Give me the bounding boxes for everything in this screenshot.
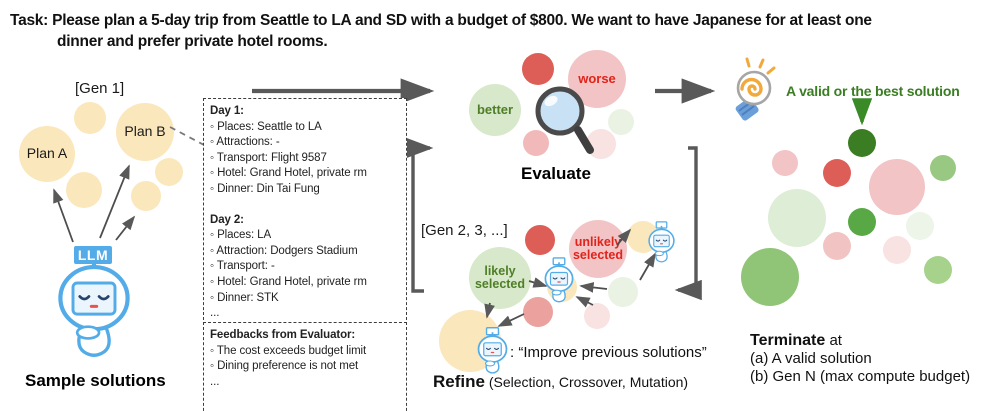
likely-selected-circle-label: likely selected	[474, 263, 526, 291]
feedback-item: ◦ The cost exceeds budget limit	[210, 344, 367, 357]
refine-robot-icon	[542, 257, 576, 303]
feedback-box-title: Feedbacks from Evaluator:	[210, 329, 356, 341]
plan-item: ◦ Dinner: STK	[210, 291, 279, 304]
solution-circle	[608, 277, 638, 307]
plan-item: ◦ Hotel: Grand Hotel, private rm	[210, 275, 367, 288]
plan-ellipsis: ...	[210, 307, 220, 320]
solution-circle	[523, 297, 553, 327]
plan-b-circle: Plan B	[116, 103, 174, 161]
feedback-box: Feedbacks from Evaluator: ◦ The cost exc…	[203, 322, 407, 411]
day-title: Day 2:	[210, 213, 244, 226]
likely-selected-circle: likely selected	[469, 247, 531, 309]
solution-circle	[155, 158, 183, 186]
solution-circle	[930, 155, 956, 181]
refine-robot-icon	[475, 327, 510, 374]
plan-a-circle-label: Plan A	[26, 145, 68, 162]
plan-b-circle-label: Plan B	[124, 123, 166, 140]
solution-circle	[906, 212, 934, 240]
solution-circle	[883, 236, 911, 264]
solution-circle	[608, 109, 634, 135]
feedback-box-content: ◦ The cost exceeds budget limit ◦ Dining …	[210, 344, 400, 391]
worse-circle-label: worse	[578, 71, 616, 87]
unlikely-selected-circle-label: unlikely selected	[572, 234, 624, 262]
solution-circle	[741, 248, 799, 306]
plan-item: ◦ Attractions: -	[210, 136, 280, 149]
plan-item: ◦ Dinner: Din Tai Fung	[210, 182, 320, 195]
plan-item: ◦ Transport: -	[210, 260, 275, 273]
solution-circle	[823, 232, 851, 260]
solution-circle	[848, 208, 876, 236]
solution-circle	[772, 150, 798, 176]
plan-box: Day 1: ◦ Places: Seattle to LA ◦ Attractio…	[203, 98, 407, 325]
solution-circle	[924, 256, 952, 284]
feedback-ellipsis: ...	[210, 375, 220, 388]
refine-robot-icon	[646, 221, 677, 263]
best-solution-circle	[848, 129, 876, 157]
plan-box-content: Day 1: ◦ Places: Seattle to LA ◦ Attractio…	[210, 104, 400, 322]
llm-badge: LLM	[74, 246, 112, 264]
solution-circle	[768, 189, 826, 247]
solution-circle	[525, 225, 555, 255]
plan-item: ◦ Attraction: Dodgers Stadium	[210, 244, 358, 257]
solution-circle	[131, 181, 161, 211]
better-circle: better	[469, 84, 521, 136]
day-title: Day 1:	[210, 105, 244, 117]
plan-item: ◦ Transport: Flight 9587	[210, 151, 327, 164]
feedback-item: ◦ Dining preference is not met	[210, 360, 359, 373]
better-circle-label: better	[476, 102, 514, 118]
plan-a-circle: Plan A	[19, 126, 75, 182]
plan-item: ◦ Places: Seattle to LA	[210, 120, 322, 133]
plan-item: ◦ Hotel: Grand Hotel, private rm	[210, 167, 367, 180]
solution-circle	[522, 53, 554, 85]
solution-circle	[869, 159, 925, 215]
solution-circle	[823, 159, 851, 187]
solution-circle	[74, 102, 106, 134]
plan-item: ◦ Places: LA	[210, 229, 272, 242]
